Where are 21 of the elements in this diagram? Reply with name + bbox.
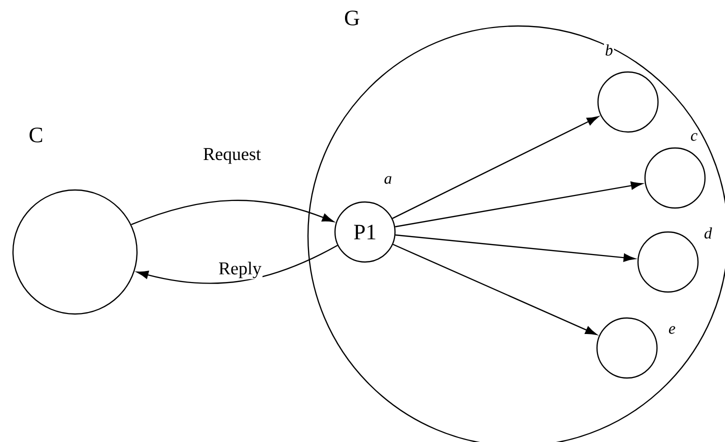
edge-label: Reply (218, 260, 262, 280)
arrow (392, 116, 599, 219)
circle-node (644, 147, 706, 209)
circle-node: P1 (334, 201, 396, 263)
arrow (136, 244, 338, 284)
letter-label: d (703, 226, 714, 240)
circle-node (597, 71, 659, 133)
node-label: G (344, 10, 360, 26)
arrow (395, 181, 643, 228)
letter-label: b (604, 43, 614, 57)
edge-label: Request (202, 147, 262, 165)
circle-node (596, 317, 658, 379)
circle-node: C (12, 128, 138, 315)
letter-label: a (383, 175, 393, 185)
letter-label: e (667, 325, 677, 335)
arrow (392, 244, 597, 336)
arrow (131, 200, 334, 226)
circle-node (637, 231, 699, 293)
node-label: C (30, 128, 42, 142)
arrow (395, 234, 636, 262)
letter-label: c (689, 132, 699, 142)
